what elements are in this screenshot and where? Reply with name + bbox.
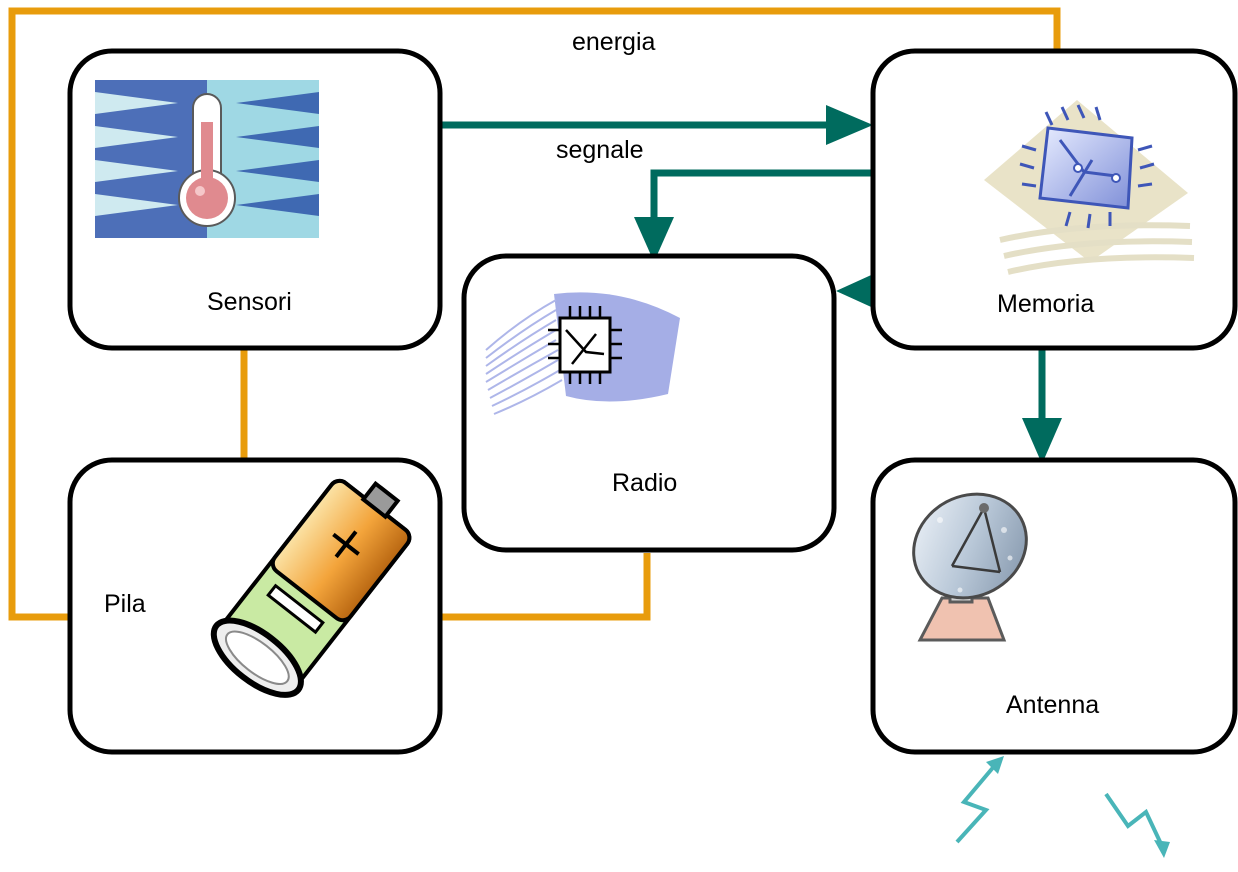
memory-chip-icon [984, 100, 1195, 275]
arrowhead-to-radio-left [836, 271, 880, 311]
sensori-label: Sensori [207, 288, 292, 316]
signal-lines [442, 105, 1062, 464]
battery-icon [210, 478, 412, 698]
lightning-down-icon [1104, 792, 1170, 858]
arrowhead-to-radio [634, 217, 674, 262]
energy-lines [8, 7, 1061, 621]
energy-line-pila-radio [440, 553, 651, 621]
signal-line-memoria-radio [650, 169, 873, 217]
lightning-up-icon [955, 756, 1004, 844]
pila-label: Pila [104, 590, 146, 618]
antenna-label: Antenna [1006, 691, 1099, 719]
energy-line-main [8, 7, 1061, 621]
energy-label: energia [572, 28, 655, 56]
satellite-dish-icon [912, 492, 1028, 642]
memoria-label: Memoria [997, 290, 1094, 318]
radio-label: Radio [612, 469, 677, 497]
arrowhead-to-antenna [1022, 418, 1062, 464]
radio-chip-icon [485, 292, 680, 415]
signal-label: segnale [556, 136, 644, 164]
thermometer-icon [95, 80, 319, 238]
arrowhead-to-memoria [826, 105, 873, 145]
